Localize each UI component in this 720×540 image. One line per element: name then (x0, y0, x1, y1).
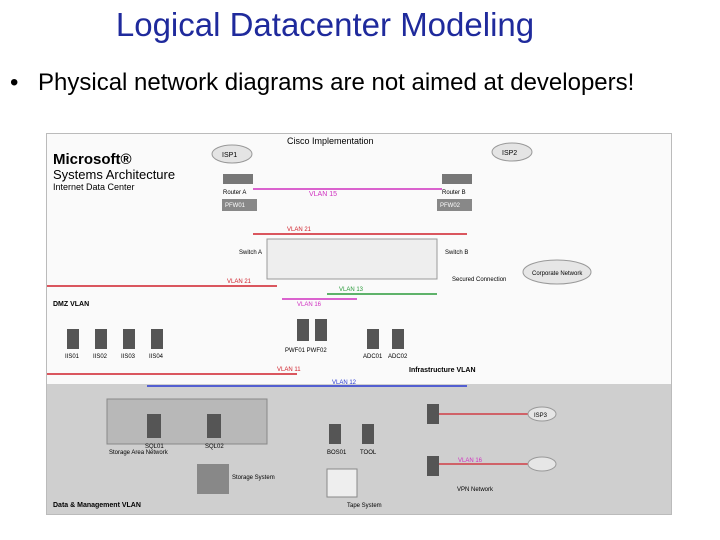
switch-a-label: Switch A (239, 250, 262, 256)
pwf01-server-icon (297, 319, 309, 341)
storage-area-network-label: Storage Area Network (109, 450, 169, 456)
diagram-header: Cisco Implementation (287, 136, 374, 146)
data-mgmt-vlan-label: Data & Management VLAN (53, 502, 141, 509)
vlan11-label: VLAN 11 (277, 367, 301, 373)
vpn-server-1-icon (427, 404, 439, 424)
adc01-server-icon (367, 329, 379, 349)
bos01-server-icon (329, 424, 341, 444)
router-a-label: Router A (223, 190, 246, 196)
isp1-label: ISP1 (222, 152, 237, 159)
slide-title: Logical Datacenter Modeling (115, 6, 535, 43)
bos01-label: BOS01 (327, 450, 347, 456)
isp2-cloud-icon (491, 142, 533, 162)
pfw02-icon (437, 199, 472, 211)
pfw01-label: PFW01 (225, 203, 246, 209)
vlan15-label: VLAN 15 (309, 191, 337, 198)
sql02-label: SQL02 (205, 444, 224, 450)
sql02-server-icon (207, 414, 221, 438)
bullet-text: Physical network diagrams are not aimed … (38, 69, 635, 96)
logo-microsoft: Microsoft® (53, 151, 132, 168)
corporate-network-cloud-icon (522, 259, 592, 285)
data-mgmt-area-top (47, 384, 287, 394)
storage-system-icon (197, 464, 229, 494)
iis01-label: IIS01 (65, 354, 80, 360)
adc01-label: ADC01 (363, 354, 383, 360)
sql01-server-icon (147, 414, 161, 438)
pfw01-icon (222, 199, 257, 211)
vpn-network-label: VPN Network (457, 487, 494, 493)
vlan16-label: VLAN 16 (297, 302, 322, 308)
isp3-label: ISP3 (534, 413, 548, 419)
iis01-server-icon (67, 329, 79, 349)
vlan12-label: VLAN 12 (332, 380, 357, 386)
vlan21-top-label: VLAN 21 (287, 227, 312, 233)
iis03-label: IIS03 (121, 354, 136, 360)
pwf02-server-icon (315, 319, 327, 341)
iis02-server-icon (95, 329, 107, 349)
isp3-cloud-icon (527, 406, 557, 422)
isp4-cloud-icon (527, 456, 557, 472)
isp1-cloud-icon (211, 144, 253, 164)
network-diagram-svg: Cisco Implementation Microsoft® Systems … (47, 136, 671, 514)
pfw02-label: PFW02 (440, 203, 461, 209)
tool-server-icon (362, 424, 374, 444)
bullet-icon: • (10, 69, 19, 96)
tool-label: TOOL (360, 450, 377, 456)
tape-system-label: Tape System (347, 503, 382, 509)
iis02-label: IIS02 (93, 354, 108, 360)
router-b-label: Router B (442, 190, 466, 196)
vpn-vlan16-label: VLAN 16 (458, 458, 483, 464)
iis04-server-icon (151, 329, 163, 349)
logo-systems-architecture: Systems Architecture (53, 167, 175, 182)
switch-stack (266, 238, 438, 280)
network-diagram: Cisco Implementation Microsoft® Systems … (46, 133, 672, 515)
adc02-server-icon (392, 329, 404, 349)
router-b-icon (442, 174, 472, 184)
secured-connection-label: Secured Connection (452, 277, 506, 283)
logo-internet-data-center: Internet Data Center (53, 182, 135, 192)
pwf-pair-label: PWF01 PWF02 (285, 348, 327, 354)
vlan13-label: VLAN 13 (339, 287, 364, 293)
storage-area (106, 398, 268, 445)
iis04-label: IIS04 (149, 354, 164, 360)
tape-system-icon (326, 468, 358, 498)
vpn-server-2-icon (427, 456, 439, 476)
vlan21-dmz-label: VLAN 21 (227, 279, 252, 285)
dmz-vlan-label: DMZ VLAN (53, 301, 89, 308)
router-a-icon (223, 174, 253, 184)
switch-b-label: Switch B (445, 250, 468, 256)
corporate-network-label: Corporate Network (532, 271, 583, 277)
storage-system-label: Storage System (232, 475, 275, 481)
adc02-label: ADC02 (388, 354, 408, 360)
isp2-label: ISP2 (502, 150, 517, 157)
iis03-server-icon (123, 329, 135, 349)
infrastructure-vlan-label: Infrastructure VLAN (409, 367, 476, 374)
sql01-label: SQL01 (145, 444, 164, 450)
